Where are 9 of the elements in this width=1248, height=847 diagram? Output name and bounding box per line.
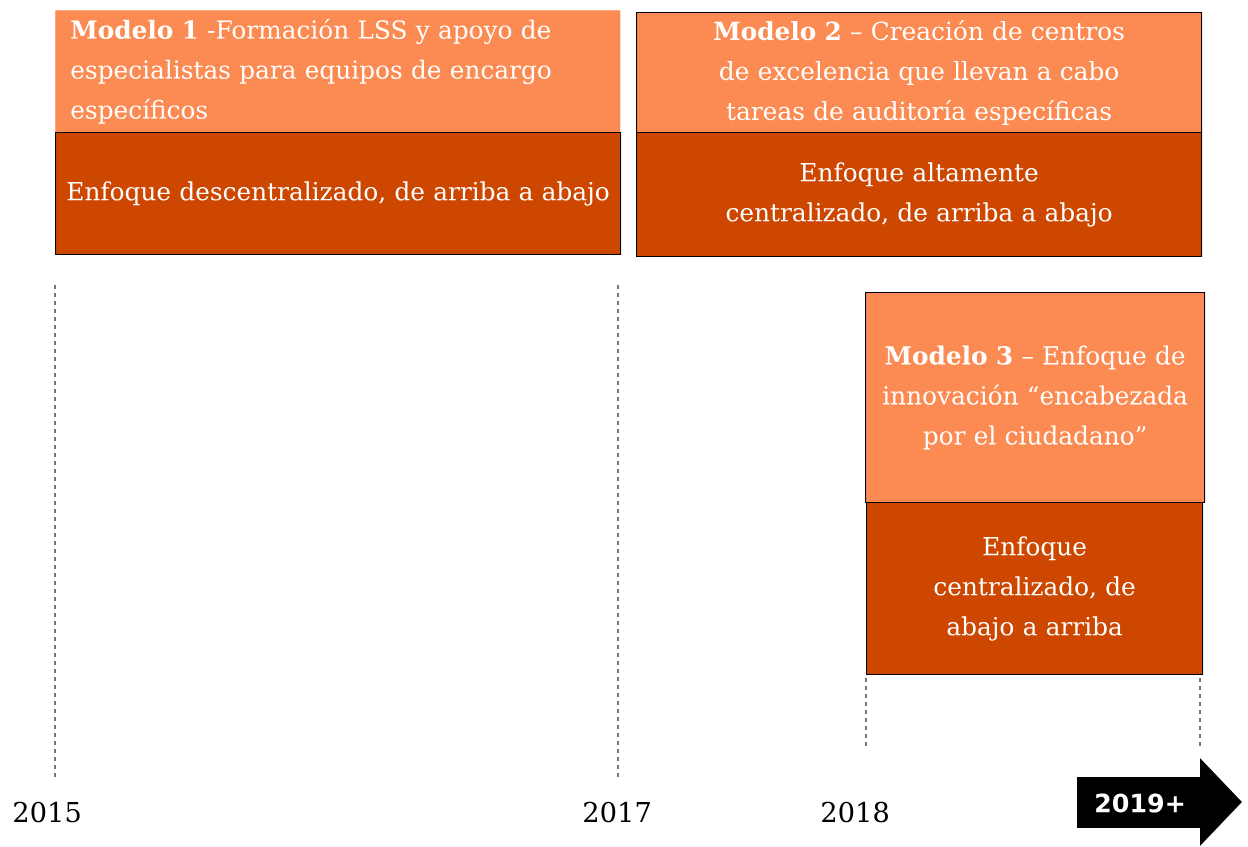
approach-box: Enfoque altamente centralizado, de arriba a abajo bbox=[636, 132, 1203, 258]
year-label: 2018 bbox=[822, 801, 888, 823]
year-label: 2015 bbox=[14, 801, 80, 823]
heading-box: Modelo 2 – Creación de centros de excelencia que llevan a cabo tareas de auditoría específicas bbox=[636, 12, 1203, 134]
heading-box: Modelo 1 -Formación LSS y apoyo de especialistas para equipos de encargo específicos bbox=[55, 10, 621, 133]
heading-box: Modelo 3 – Enfoque de innovación “encabezada por el ciudadano” bbox=[865, 292, 1206, 504]
year-label: 2017 bbox=[584, 801, 650, 823]
approach-box: Enfoque descentralizado, de arriba a abajo bbox=[55, 132, 622, 256]
approach-box: Enfoque centralizado, de abajo a arriba bbox=[866, 502, 1204, 676]
